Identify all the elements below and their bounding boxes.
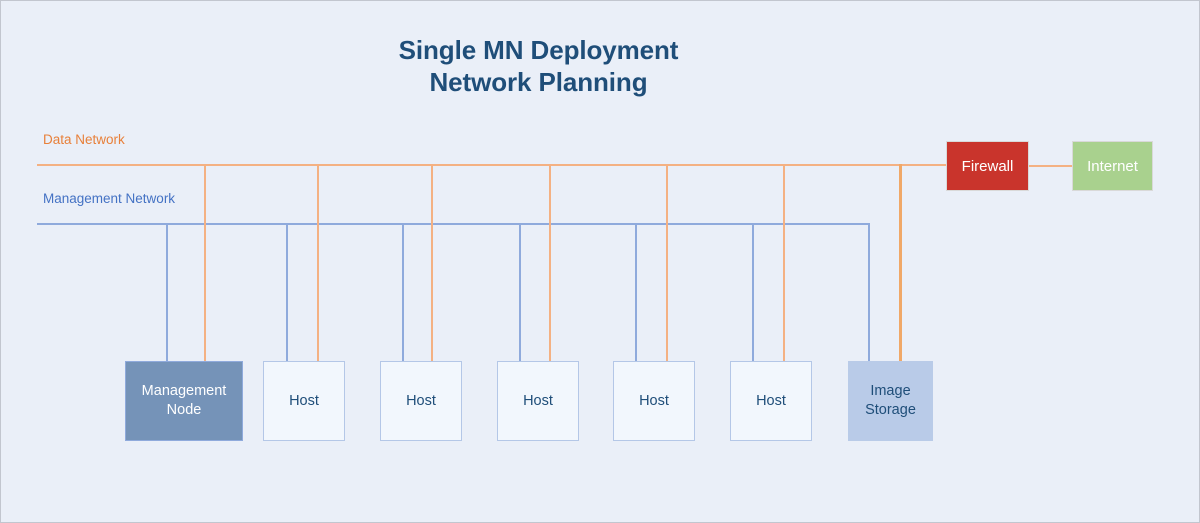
- data-drop-host-4: [666, 164, 668, 361]
- data-drop-management-node: [204, 164, 206, 361]
- node-host-2-label: Host: [406, 392, 436, 409]
- node-host-1-label: Host: [289, 392, 319, 409]
- node-image-storage-label-1: Image: [870, 383, 911, 399]
- node-host-5[interactable]: Host: [730, 361, 812, 441]
- data-drop-host-2: [431, 164, 433, 361]
- title-line-2: Network Planning: [429, 67, 648, 97]
- node-host-1[interactable]: Host: [263, 361, 345, 441]
- data-drop-image-storage: [899, 164, 902, 361]
- node-host-3-label: Host: [523, 392, 553, 409]
- node-host-4-label: Host: [639, 392, 669, 409]
- title-line-1: Single MN Deployment: [398, 35, 679, 65]
- mgmt-drop-host-3: [519, 223, 521, 361]
- management-network-bus-line: [37, 223, 869, 225]
- mgmt-drop-host-1: [286, 223, 288, 361]
- node-internet[interactable]: Internet: [1072, 141, 1153, 191]
- node-management-node[interactable]: Management Node: [125, 361, 243, 441]
- mgmt-drop-image-storage: [868, 223, 870, 361]
- data-drop-host-3: [549, 164, 551, 361]
- data-network-bus-line: [37, 164, 946, 166]
- mgmt-drop-host-5: [752, 223, 754, 361]
- node-image-storage-label-2: Storage: [865, 402, 916, 418]
- mgmt-drop-host-4: [635, 223, 637, 361]
- node-management-node-label-1: Management: [141, 383, 227, 399]
- mgmt-drop-management-node: [166, 223, 168, 361]
- data-drop-host-1: [317, 164, 319, 361]
- page-title: Single MN Deployment Network Planning: [1, 34, 1076, 98]
- node-image-storage[interactable]: Image Storage: [848, 361, 933, 441]
- firewall-internet-connector: [1029, 165, 1072, 167]
- data-drop-host-5: [783, 164, 785, 361]
- node-management-node-label-2: Node: [166, 402, 202, 418]
- node-host-2[interactable]: Host: [380, 361, 462, 441]
- data-network-label: Data Network: [43, 132, 125, 147]
- node-firewall[interactable]: Firewall: [946, 141, 1029, 191]
- node-host-4[interactable]: Host: [613, 361, 695, 441]
- node-internet-label: Internet: [1087, 157, 1138, 175]
- node-host-3[interactable]: Host: [497, 361, 579, 441]
- node-host-5-label: Host: [756, 392, 786, 409]
- management-network-label: Management Network: [43, 191, 176, 206]
- mgmt-drop-host-2: [402, 223, 404, 361]
- node-firewall-label: Firewall: [961, 157, 1014, 175]
